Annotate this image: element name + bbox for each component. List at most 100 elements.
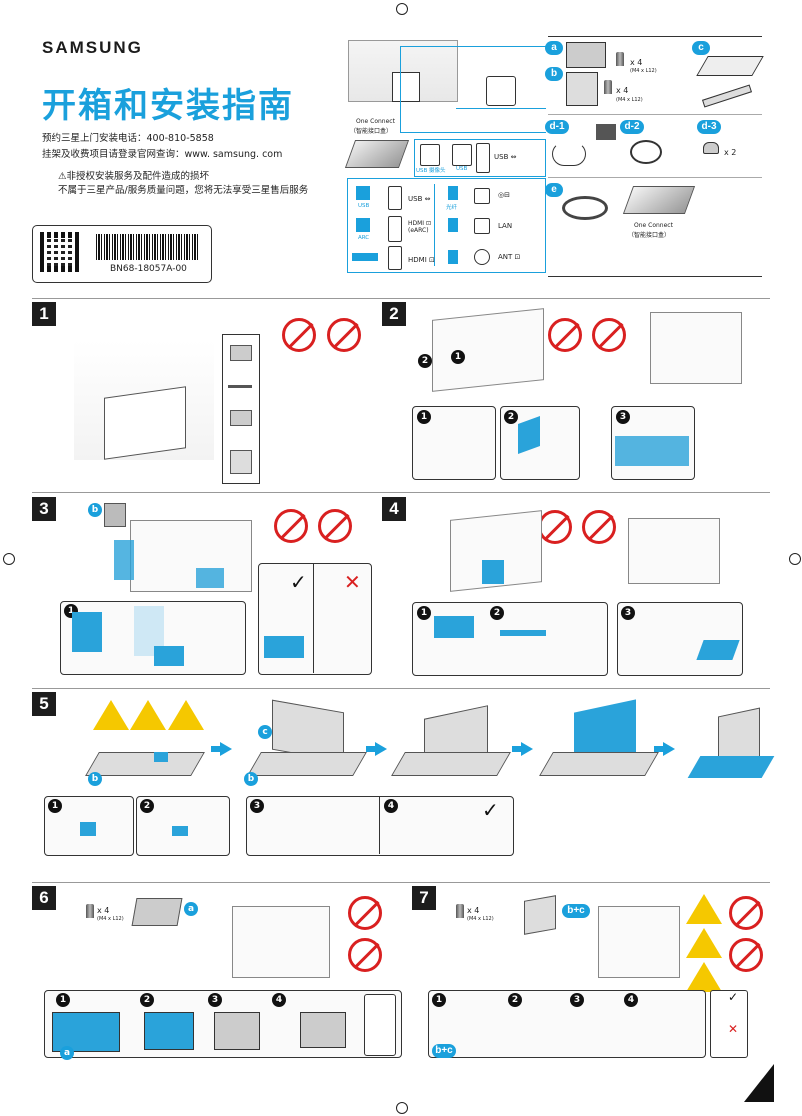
part-a-screw-icon bbox=[616, 52, 624, 66]
step-5-detail-4-num: 4 bbox=[384, 799, 398, 813]
step-6-detail-3-num: 3 bbox=[208, 993, 222, 1007]
step-5-detail-2-num: 2 bbox=[140, 799, 154, 813]
step-4-detail-2-foam bbox=[500, 630, 546, 636]
step-6-part-badge: a bbox=[184, 902, 198, 916]
step-3-foam-left bbox=[114, 540, 134, 580]
step-4-detail-3-sheet bbox=[696, 640, 740, 660]
step-7-spec: (M4 x L12) bbox=[467, 916, 494, 922]
step-1-prohibit-icon-2 bbox=[327, 318, 361, 352]
step-5-arrow-2 bbox=[375, 742, 387, 756]
top-port-usb-camera bbox=[420, 144, 440, 166]
step-4-detail-1-foam bbox=[434, 616, 474, 638]
part-b-screw-icon bbox=[604, 80, 612, 94]
step-2-tv-box-left bbox=[432, 308, 544, 392]
step-5-warning-icon-2 bbox=[130, 700, 166, 730]
left-port-usb-label: USB ⇔ bbox=[408, 195, 431, 203]
left-port-hdmi-earc-label: HDMI ⊡ (eARC) bbox=[408, 220, 432, 234]
step-6-prohibit-icon-1 bbox=[348, 896, 382, 930]
step-7-detail-4-num: 4 bbox=[624, 993, 638, 1007]
fee-info-line: 挂架及收费项目请登录官网查询：www. samsung. com bbox=[42, 149, 283, 160]
barcode bbox=[96, 234, 200, 260]
top-port-usb-c bbox=[476, 143, 490, 173]
page-title: 开箱和安装指南 bbox=[42, 86, 294, 126]
step-6-detail-3-bracket bbox=[214, 1012, 260, 1050]
page-turn-icon bbox=[744, 1064, 774, 1102]
left-port-usb-sub: USB bbox=[358, 203, 370, 209]
one-connect-box-illustration bbox=[344, 140, 410, 168]
step-5-b-badge-1: b bbox=[88, 772, 102, 786]
port-grid-panel bbox=[347, 178, 546, 273]
registration-mark-right bbox=[789, 553, 801, 565]
part-d3-badge: d-3 bbox=[697, 120, 721, 134]
part-a-qty: x 4 bbox=[630, 58, 643, 67]
port-grid-divider bbox=[434, 184, 435, 266]
step-5-stand-4-base bbox=[539, 752, 659, 776]
step-4-detail-1-num: 1 bbox=[417, 606, 431, 620]
step-row-1-rule bbox=[32, 298, 770, 299]
part-d1-cable bbox=[552, 142, 586, 166]
step-5-detail-3-divider bbox=[379, 796, 380, 854]
step-5-arrow-3 bbox=[521, 742, 533, 756]
step-6-detail-4-screw-callout bbox=[364, 994, 396, 1056]
step-4-detail-3 bbox=[617, 602, 743, 676]
step-2-callout-1: 1 bbox=[451, 350, 465, 364]
one-connect-sub: （智能接口盒） bbox=[350, 128, 393, 135]
part-d2-badge: d-2 bbox=[620, 120, 644, 134]
step-5-b-badge-2: b bbox=[244, 772, 258, 786]
step-row-2-rule bbox=[32, 492, 770, 493]
registration-mark-bottom bbox=[396, 1102, 408, 1114]
step-7-check-panel bbox=[710, 990, 748, 1058]
left-port-arc-sub: ARC bbox=[358, 235, 370, 241]
step-1-part-box bbox=[230, 450, 252, 474]
step-4-prohibit-icon-1 bbox=[538, 510, 572, 544]
step-5-arrow-4-bar bbox=[654, 746, 664, 752]
part-c-bar bbox=[701, 84, 753, 108]
step-5-stand-2-base bbox=[247, 752, 367, 776]
step-6-bracket bbox=[131, 898, 183, 926]
registration-mark-top bbox=[396, 3, 408, 15]
step-2-number: 2 bbox=[382, 302, 406, 326]
part-b-badge: b bbox=[545, 67, 563, 81]
step-2-tv-box-right bbox=[650, 312, 742, 384]
step-1-part-plate bbox=[230, 410, 252, 426]
registration-mark-left bbox=[3, 553, 15, 565]
top-port-usb-label: USB bbox=[456, 166, 468, 172]
top-port-usb-camera-label: USB 摄像头 bbox=[416, 168, 446, 174]
step-7-warning-icon-3 bbox=[686, 962, 722, 992]
install-phone-line: 预约三星上门安装电话：400-810-5858 bbox=[42, 133, 214, 144]
step-6-qty: x 4 bbox=[97, 906, 110, 915]
step-5-arrow-1 bbox=[220, 742, 232, 756]
part-e-sub: （智能接口盒） bbox=[628, 232, 671, 239]
part-d3-qty: x 2 bbox=[724, 148, 737, 157]
step-5-detail-2-part bbox=[172, 826, 188, 836]
step-5-detail-1-num: 1 bbox=[48, 799, 62, 813]
step-5-arrow-2-bar bbox=[366, 746, 376, 752]
step-1-part-bracket bbox=[230, 345, 252, 361]
step-4-prohibit-icon-2 bbox=[582, 510, 616, 544]
qr-code bbox=[40, 232, 80, 272]
right-port-lan-label: LAN bbox=[498, 222, 513, 230]
part-e-badge: e bbox=[545, 183, 563, 197]
step-5-warning-icon-1 bbox=[93, 700, 129, 730]
brand-logo: SAMSUNG bbox=[42, 38, 143, 57]
right-port-ant bbox=[474, 249, 490, 265]
step-7-warning-icon-1 bbox=[686, 894, 722, 924]
part-d1-badge: d-1 bbox=[545, 120, 569, 134]
barcode-text: BN68-18057A-00 bbox=[110, 264, 187, 274]
step-6-screw-icon bbox=[86, 904, 94, 918]
step-7-stand bbox=[524, 895, 556, 935]
step-1-part-bar bbox=[228, 385, 252, 388]
step-3-detail-1-foam-c bbox=[154, 646, 184, 666]
step-5-arrow-1-bar bbox=[211, 746, 221, 752]
step-5-arrow-3-bar bbox=[512, 746, 522, 752]
step-4-detail-2-num: 2 bbox=[490, 606, 504, 620]
part-c-base bbox=[696, 56, 764, 76]
one-connect-small bbox=[392, 72, 420, 102]
warning-line-1: ⚠非授权安装服务及配件造成的损坏 bbox=[58, 171, 210, 182]
step-3-tv-box bbox=[130, 520, 252, 592]
step-4-tv-box-right bbox=[628, 518, 720, 584]
step-7-wrong-mark: ✕ bbox=[728, 1022, 739, 1036]
part-e-box bbox=[622, 186, 696, 214]
step-2-detail-2-num: 2 bbox=[504, 410, 518, 424]
step-6-detail-1-badge: a bbox=[60, 1046, 74, 1060]
